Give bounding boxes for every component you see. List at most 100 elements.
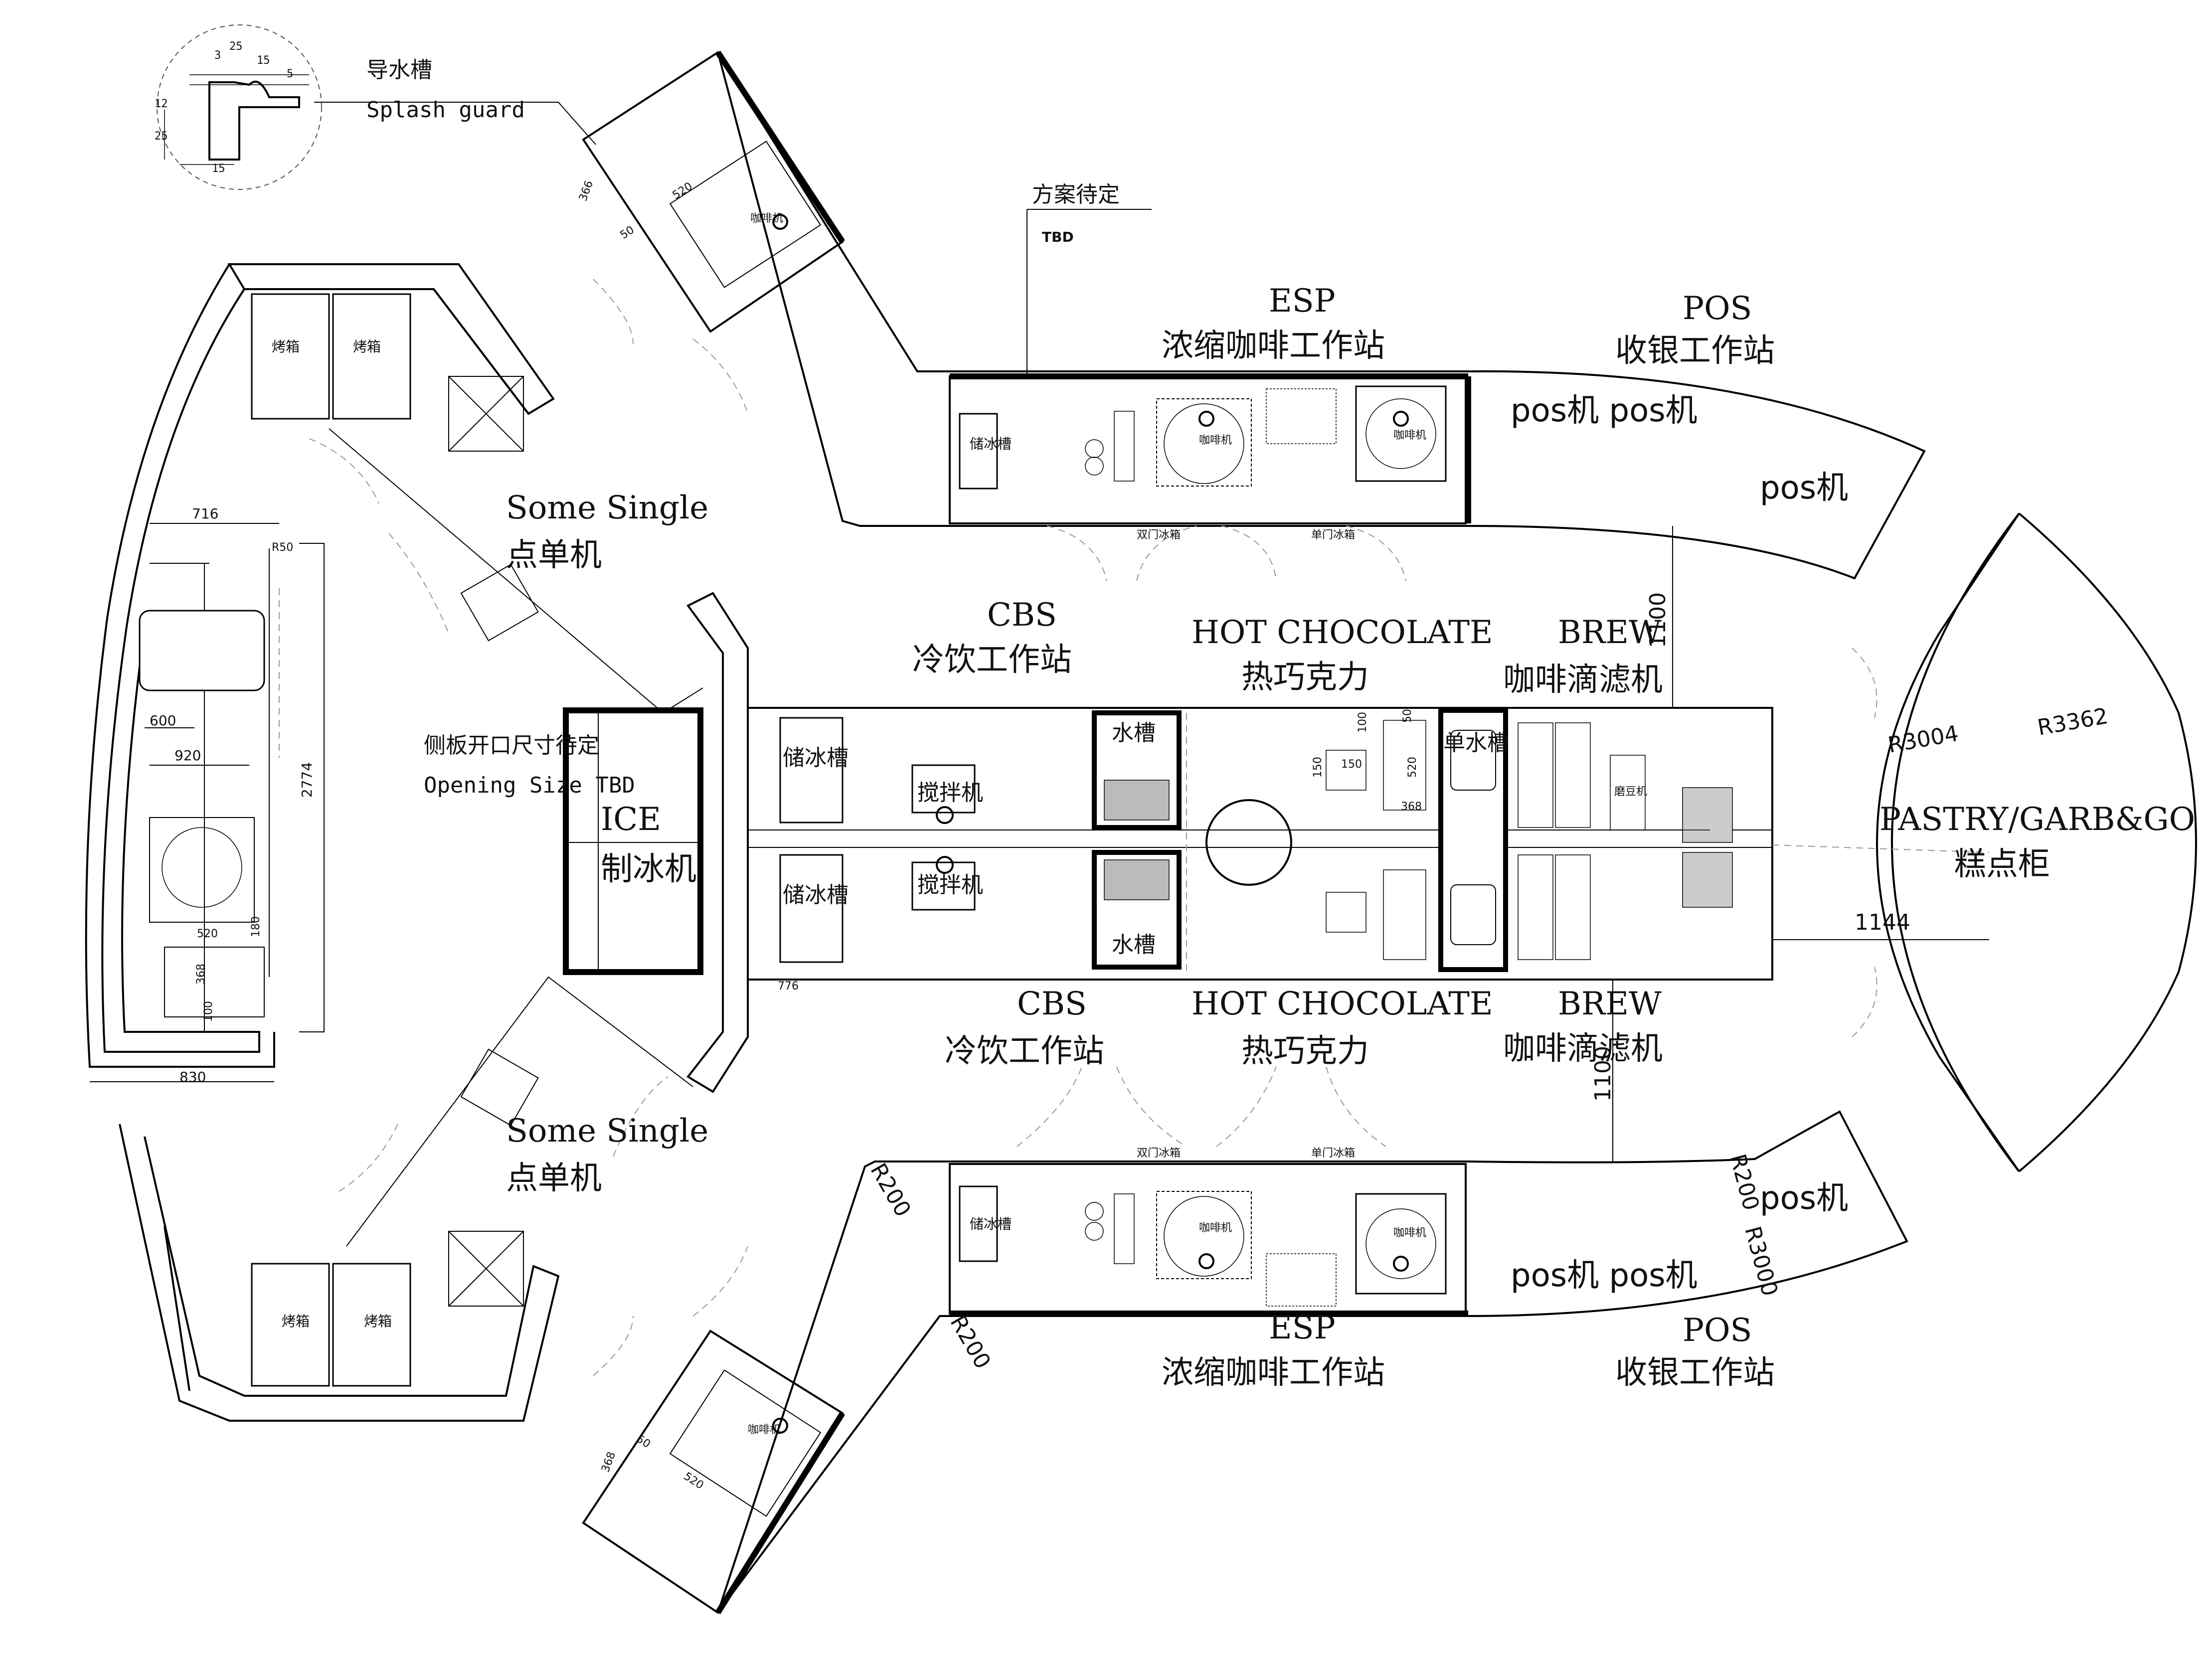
dim-1144: 1144 xyxy=(1855,910,1910,935)
upper-ice-bin xyxy=(959,413,998,490)
lower-island-ice-bin-label: 储冰槽 xyxy=(783,882,849,908)
lower-water-tank-label: 水槽 xyxy=(1112,932,1156,958)
dim-150-island-h: 150 xyxy=(1341,758,1362,771)
ice-label-cn: 制冰机 xyxy=(601,851,696,888)
oven-1 xyxy=(251,293,330,420)
dim-50-bottom: 50 xyxy=(634,1433,653,1451)
some-single-upper-cn: 点单机 xyxy=(506,537,602,574)
coffee-machine-bottom-label: 咖啡机 xyxy=(748,1424,781,1436)
drip-machine-4 xyxy=(1555,854,1591,960)
splash-guard-detail: 3 25 15 5 12 25 15 xyxy=(155,24,322,190)
lower-double-fridge: 双门冰箱 xyxy=(1137,1147,1181,1159)
drip-machine-3 xyxy=(1518,854,1553,960)
upper-blender-label: 搅拌机 xyxy=(917,780,983,806)
oven-4 xyxy=(332,1263,411,1387)
pastry-label-cn: 糕点柜 xyxy=(1954,846,2050,883)
dim-50-island: 50 xyxy=(1401,709,1414,723)
upper-island-ice-bin-label: 储冰槽 xyxy=(783,745,849,771)
opening-size-en: Opening Size TBD xyxy=(424,773,635,798)
splash-guard-label-en: Splash guard xyxy=(366,97,525,123)
dim-100-left: 100 xyxy=(202,1001,215,1022)
oven-2-label: 烤箱 xyxy=(353,338,381,355)
pos-terminal-lower xyxy=(460,1048,539,1126)
lower-brew-cn: 咖啡滴滤机 xyxy=(1503,1030,1663,1067)
single-sink xyxy=(1438,708,1508,972)
pastry-cabinet xyxy=(1772,512,2197,1172)
single-sink-label: 单水槽 xyxy=(1443,730,1509,756)
dim-r50: R50 xyxy=(272,541,293,554)
dim-50-top: 50 xyxy=(618,224,637,242)
upper-brew-cn: 咖啡滴滤机 xyxy=(1503,662,1663,698)
lower-island-ice-bin xyxy=(779,854,844,963)
upper-hot-choc-cn: 热巧克力 xyxy=(1241,659,1369,696)
oven-3 xyxy=(251,1263,330,1387)
lower-blender xyxy=(911,861,976,911)
some-single-lower-cn: 点单机 xyxy=(506,1160,602,1197)
lower-hot-choc-cn: 热巧克力 xyxy=(1241,1033,1369,1070)
dim-r3362: R3362 xyxy=(2036,703,2110,741)
upper-cbs-en: CBS xyxy=(987,597,1057,634)
dim-r200-bottom: R200 xyxy=(945,1311,995,1373)
storage-appliance-top xyxy=(139,610,265,691)
dim-366-top: 366 xyxy=(577,179,596,203)
hot-chocolate-center xyxy=(1205,799,1292,886)
some-single-lower-en: Some Single xyxy=(506,1113,708,1150)
dim-splash-15-top: 15 xyxy=(257,54,270,67)
dim-1100-lower: 1100 xyxy=(1590,1046,1616,1102)
oven-1-label: 烤箱 xyxy=(272,338,300,355)
dim-520-bottom: 520 xyxy=(681,1470,706,1492)
lower-left-wing: 烤箱 烤箱 xyxy=(119,976,693,1422)
dim-splash-3: 3 xyxy=(214,49,221,62)
coffee-machine-top-label: 咖啡机 xyxy=(750,212,783,225)
upper-esp-coffee-label: 咖啡机 xyxy=(1199,434,1232,447)
lower-ice-bin-label: 储冰槽 xyxy=(970,1216,1012,1232)
drip-machine-1 xyxy=(1518,722,1553,828)
lower-esp-coffee-label: 咖啡机 xyxy=(1199,1222,1232,1234)
drip-machine-2 xyxy=(1555,722,1591,828)
lower-esp-cn: 浓缩咖啡工作站 xyxy=(1162,1354,1385,1391)
upper-esp-counter: 储冰槽 咖啡机 咖啡机 双门冰箱 单门冰箱 xyxy=(717,51,1926,581)
dim-520-top: 520 xyxy=(671,180,695,202)
dim-100-island: 100 xyxy=(1357,712,1369,733)
lower-pos-en: POS xyxy=(1683,1312,1752,1349)
oven-2 xyxy=(332,293,411,420)
left-storage-room xyxy=(85,543,325,1068)
upper-cbs-cn: 冷饮工作站 xyxy=(912,642,1072,678)
lower-brew-en: BREW xyxy=(1558,986,1662,1022)
dim-splash-25-top: 25 xyxy=(229,40,243,53)
dim-368-island: 368 xyxy=(1401,801,1422,813)
tbd-label-en: TBD xyxy=(1042,229,1074,245)
upper-ice-bin-label: 储冰槽 xyxy=(970,436,1012,452)
ice-label-en: ICE xyxy=(601,801,661,838)
dim-600: 600 xyxy=(150,712,176,729)
upper-hot-choc-en: HOT CHOCOLATE xyxy=(1191,614,1493,651)
upper-brew-en: BREW xyxy=(1558,614,1662,651)
upper-left-wing: 烤箱 烤箱 xyxy=(106,263,703,714)
dim-150-island-v: 150 xyxy=(1312,757,1324,778)
dim-splash-5: 5 xyxy=(287,68,293,80)
lower-single-fridge: 单门冰箱 xyxy=(1311,1147,1355,1159)
ice-machine xyxy=(563,707,703,975)
lower-pos-machine-single: pos机 xyxy=(1760,1180,1848,1217)
central-island: 储冰槽 储冰槽 搅拌机 搅拌机 水槽 水槽 单水槽 磨豆机 xyxy=(563,592,1773,1093)
upper-pos-en: POS xyxy=(1683,290,1752,327)
upper-pos-machine-single: pos机 xyxy=(1760,470,1848,506)
upper-pos-cn: 收银工作站 xyxy=(1615,332,1775,369)
opening-size-cn: 侧板开口尺寸待定 xyxy=(424,733,599,758)
lower-esp-counter: 储冰槽 咖啡机 咖啡机 双门冰箱 单门冰箱 xyxy=(717,1066,1908,1614)
upper-blender xyxy=(911,764,976,814)
dim-r200-mid: R200 xyxy=(865,1159,915,1221)
upper-single-fridge: 单门冰箱 xyxy=(1311,529,1355,541)
upper-double-fridge: 双门冰箱 xyxy=(1137,529,1181,541)
lower-hot-choc-en: HOT CHOCOLATE xyxy=(1191,986,1493,1022)
dim-368-bottom: 368 xyxy=(599,1450,618,1474)
upper-pos-machines: pos机 pos机 xyxy=(1511,392,1698,429)
upper-esp-cn: 浓缩咖啡工作站 xyxy=(1162,328,1385,364)
dim-r200-right: R200 xyxy=(1724,1152,1764,1213)
dim-splash-25-side: 25 xyxy=(155,130,168,143)
lower-cbs-en: CBS xyxy=(1017,986,1087,1022)
oven-4-label: 烤箱 xyxy=(364,1313,392,1329)
dim-splash-12: 12 xyxy=(155,98,168,110)
pos-terminal-upper xyxy=(460,564,539,642)
